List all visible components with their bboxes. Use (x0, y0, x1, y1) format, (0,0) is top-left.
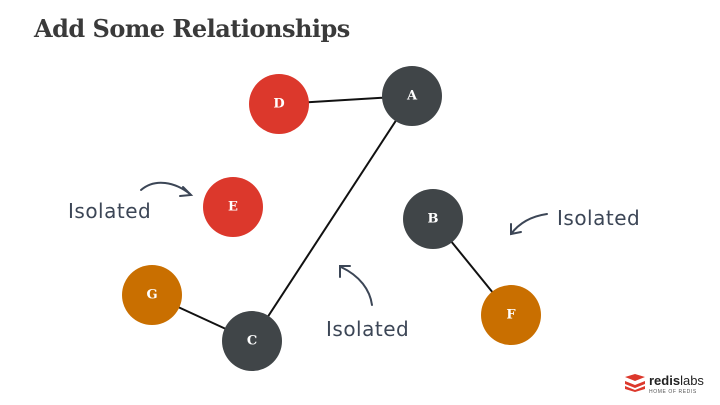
node-g: G (122, 265, 182, 325)
svg-text:F: F (506, 308, 516, 323)
arrow-icon (510, 213, 548, 235)
svg-text:C: C (247, 334, 257, 349)
node-e: E (203, 177, 263, 237)
logo-wordmark: redislabs HOME OF REDIS (649, 370, 704, 395)
redislabs-logo: redislabs HOME OF REDIS (624, 370, 704, 395)
isolated-label-right: Isolated (557, 206, 640, 230)
node-f: F (481, 285, 541, 345)
logo-name-light: labs (680, 373, 704, 388)
redis-cube-icon (625, 373, 645, 392)
svg-text:D: D (273, 97, 284, 112)
edge-a-c (251, 95, 413, 342)
arrowhead-icon (339, 265, 351, 278)
node-a: A (382, 66, 442, 126)
arrowhead-icon (179, 186, 194, 197)
isolated-label-bottom: Isolated (326, 317, 409, 341)
isolated-label-left: Isolated (68, 199, 151, 223)
arrow-icon (340, 266, 373, 306)
svg-text:E: E (228, 200, 238, 215)
node-d: D (249, 74, 309, 134)
arrowhead-icon (510, 223, 522, 236)
arrow-icon (140, 181, 191, 195)
slide-title: Add Some Relationships (34, 14, 350, 43)
node-b: B (403, 189, 463, 249)
node-c: C (222, 311, 282, 371)
svg-text:A: A (406, 89, 418, 104)
logo-name-bold: redis (649, 373, 681, 388)
logo-tagline: HOME OF REDIS (649, 389, 697, 395)
svg-text:G: G (146, 288, 157, 303)
svg-text:B: B (428, 212, 439, 227)
